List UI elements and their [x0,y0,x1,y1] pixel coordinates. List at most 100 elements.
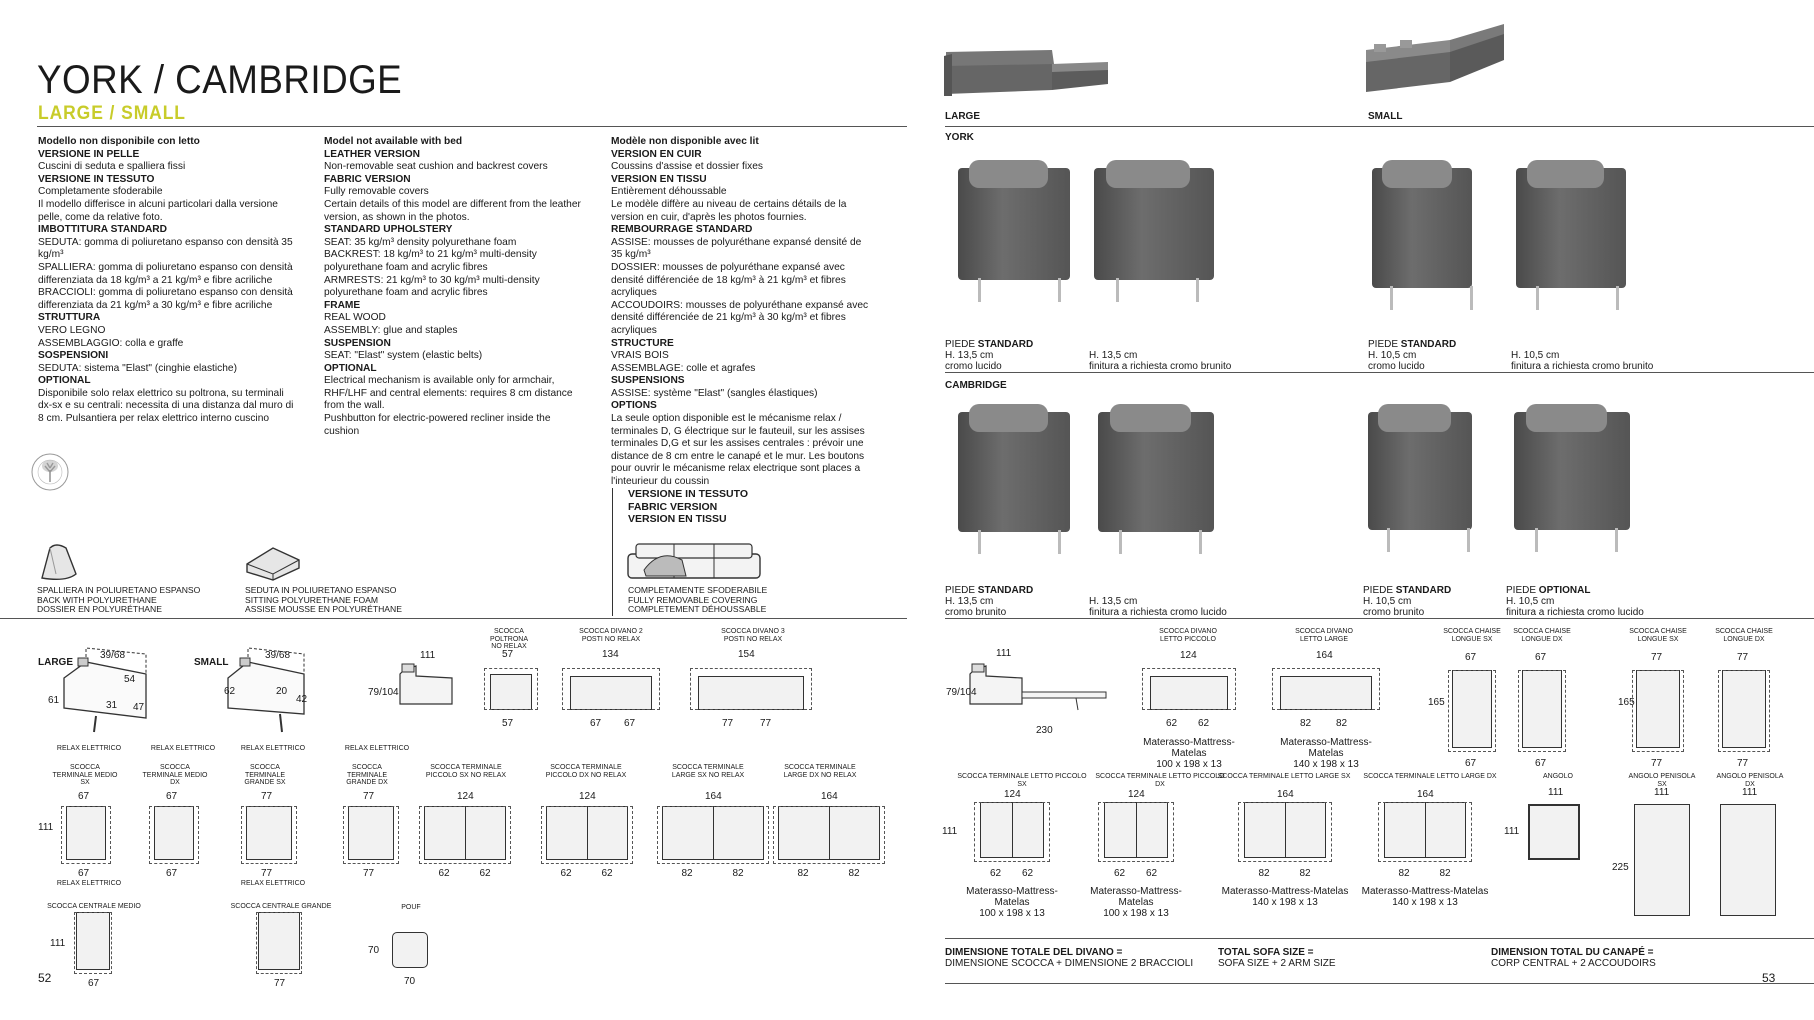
chaise-name: SCOCCA CHAISE LONGUE DX [1715,628,1773,643]
module-seat-b: 62 [479,868,491,879]
module-name: SCOCCA TERMINALE MEDIO SX [52,764,118,786]
penisola-dx-name: ANGOLO PENISOLA DX [1716,773,1784,788]
section-heading: Modèle non disponible avec lit [611,136,759,147]
cambridge-large-armrest-photo-1 [958,404,1070,554]
chaise-width: 77 [1737,652,1749,663]
sofa-bed-large-dash [1272,668,1380,710]
penisola-dx-module [1720,804,1776,916]
penisola-dx-width: 111 [1742,787,1758,798]
chaise-sub-width: 77 [1651,758,1663,769]
large-dim-c: 61 [48,695,60,706]
module-name: SCOCCA TERMINALE GRANDE DX [346,764,388,786]
description-text: Il modello differisce in alcuni particol… [38,198,278,223]
description-text: ASSEMBLAGE: colle et agrafes [611,362,756,374]
fabric-box-rule [612,488,613,616]
section-heading: OPTIONAL [38,375,91,387]
module-sub-width: 77 [261,868,273,879]
large-dim-b: 54 [124,674,136,685]
description-text: ACCOUDOIRS: mousses de polyuréthane expa… [611,299,869,336]
mattress-label: Materasso-Mattress-Matelas [1090,886,1182,908]
central-medium-width: 67 [88,978,100,989]
sofa-bed-large-seat-a: 82 [1300,718,1312,729]
chaise-sub-width: 67 [1535,758,1547,769]
description-text: Certain details of this model are differ… [324,198,581,223]
label-york: YORK [945,132,974,143]
central-medium-depth: 111 [50,938,66,949]
description-text: VERO LEGNO [38,324,106,336]
large-sofa-thumbnail [942,40,1112,110]
small-dim-c: 62 [224,686,236,697]
armchair-seat-width: 57 [502,718,514,729]
module-width: 77 [261,791,273,802]
module-shape [66,806,106,860]
real-wood-logo [30,452,70,492]
relax-label: RELAX ELETTRICO [344,745,410,752]
chaise-dash [1448,670,1496,752]
module-name: SCOCCA TERMINALE PICCOLO DX NO RELAX [545,764,627,779]
footer-it: DIMENSIONE TOTALE DEL DIVANO =DIMENSIONE… [945,947,1194,969]
chaise-depth-2: 165 [1618,697,1635,708]
module-split [1285,802,1286,858]
large-armrest-diagram [46,628,166,743]
chaise-sub-width: 67 [1465,758,1477,769]
bed-profile-height: 79/104 [946,687,977,698]
module-split [587,806,588,860]
pouf-height: 70 [368,945,380,956]
module-name: SCOCCA TERMINALE PICCOLO SX NO RELAX [425,764,507,779]
module-seat-b: 82 [1299,868,1311,879]
chaise-sub-width: 77 [1737,758,1749,769]
footer-rule-top [945,938,1814,939]
module-name: SCOCCA TERMINALE LETTO PICCOLO SX [957,773,1087,788]
york-small-armrest-photo-2 [1516,160,1626,310]
angolo-depth: 111 [1504,826,1520,837]
module-shape [154,806,194,860]
large-dim-d: 31 [106,700,118,711]
module-dash [149,806,199,864]
pouf-name: POUF [401,904,421,911]
description-text: SEDUTA: gomma di poliuretano espanso con… [38,236,293,261]
section-heading: REMBOURRAGE STANDARD [611,224,753,236]
description-text: SEAT: 35 kg/m³ density polyurethane foam [324,236,517,248]
cambridge-large-armrest-photo-2 [1098,404,1214,554]
diagram-large-label: LARGE [38,657,73,668]
bed-profile-width: 111 [996,648,1012,659]
angolo-name: ANGOLO [1543,773,1573,780]
module-dash [61,806,111,864]
sofa-bed-small-seat-a: 62 [1166,718,1178,729]
sofa-bed-small-width: 124 [1180,650,1197,661]
module-seat-b: 82 [732,868,744,879]
section-heading: SUSPENSION [324,337,391,349]
module-name: SCOCCA TERMINALE LARGE SX NO RELAX [671,764,745,779]
small-sofa-thumbnail [1360,20,1510,105]
seat-foam-icon [243,542,303,587]
chaise-shape [1522,670,1562,748]
sofa-bed-small-seat-b: 62 [1198,718,1210,729]
mattress-size: 100 x 198 x 13 [1103,908,1169,919]
section-heading: VERSIONE IN PELLE [38,148,140,160]
mattress-size: 140 x 198 x 13 [1252,897,1318,908]
penisola-sx-module [1634,804,1690,916]
section-heading: VERSIONE IN TESSUTO [38,173,155,185]
relax-label: RELAX ELETTRICO [56,880,122,887]
module-split [1425,802,1426,858]
description-text: DOSSIER: mousses de polyuréthane expansé… [611,261,846,299]
chaise-shape [1722,670,1766,748]
description-text: ASSISE: système "Elast" (sangles élastiq… [611,387,818,399]
footer-rule-bottom [945,983,1814,984]
module-width: 124 [1004,789,1021,800]
relax-label: RELAX ELETTRICO [56,745,122,752]
module-seat-a: 82 [797,868,809,879]
central-medium-name: SCOCCA CENTRALE MEDIO [47,903,141,910]
sofa-bed-small-name: SCOCCA DIVANO LETTO PICCOLO [1159,628,1217,643]
description-text: BACKREST: 18 kg/m³ to 21 kg/m³ multi-den… [324,249,537,273]
chaise-dash [1718,670,1770,752]
central-medium-dash [74,912,112,974]
description-text: REAL WOOD [324,312,386,324]
module-shape [348,806,394,860]
module-seat-a: 62 [1114,868,1126,879]
